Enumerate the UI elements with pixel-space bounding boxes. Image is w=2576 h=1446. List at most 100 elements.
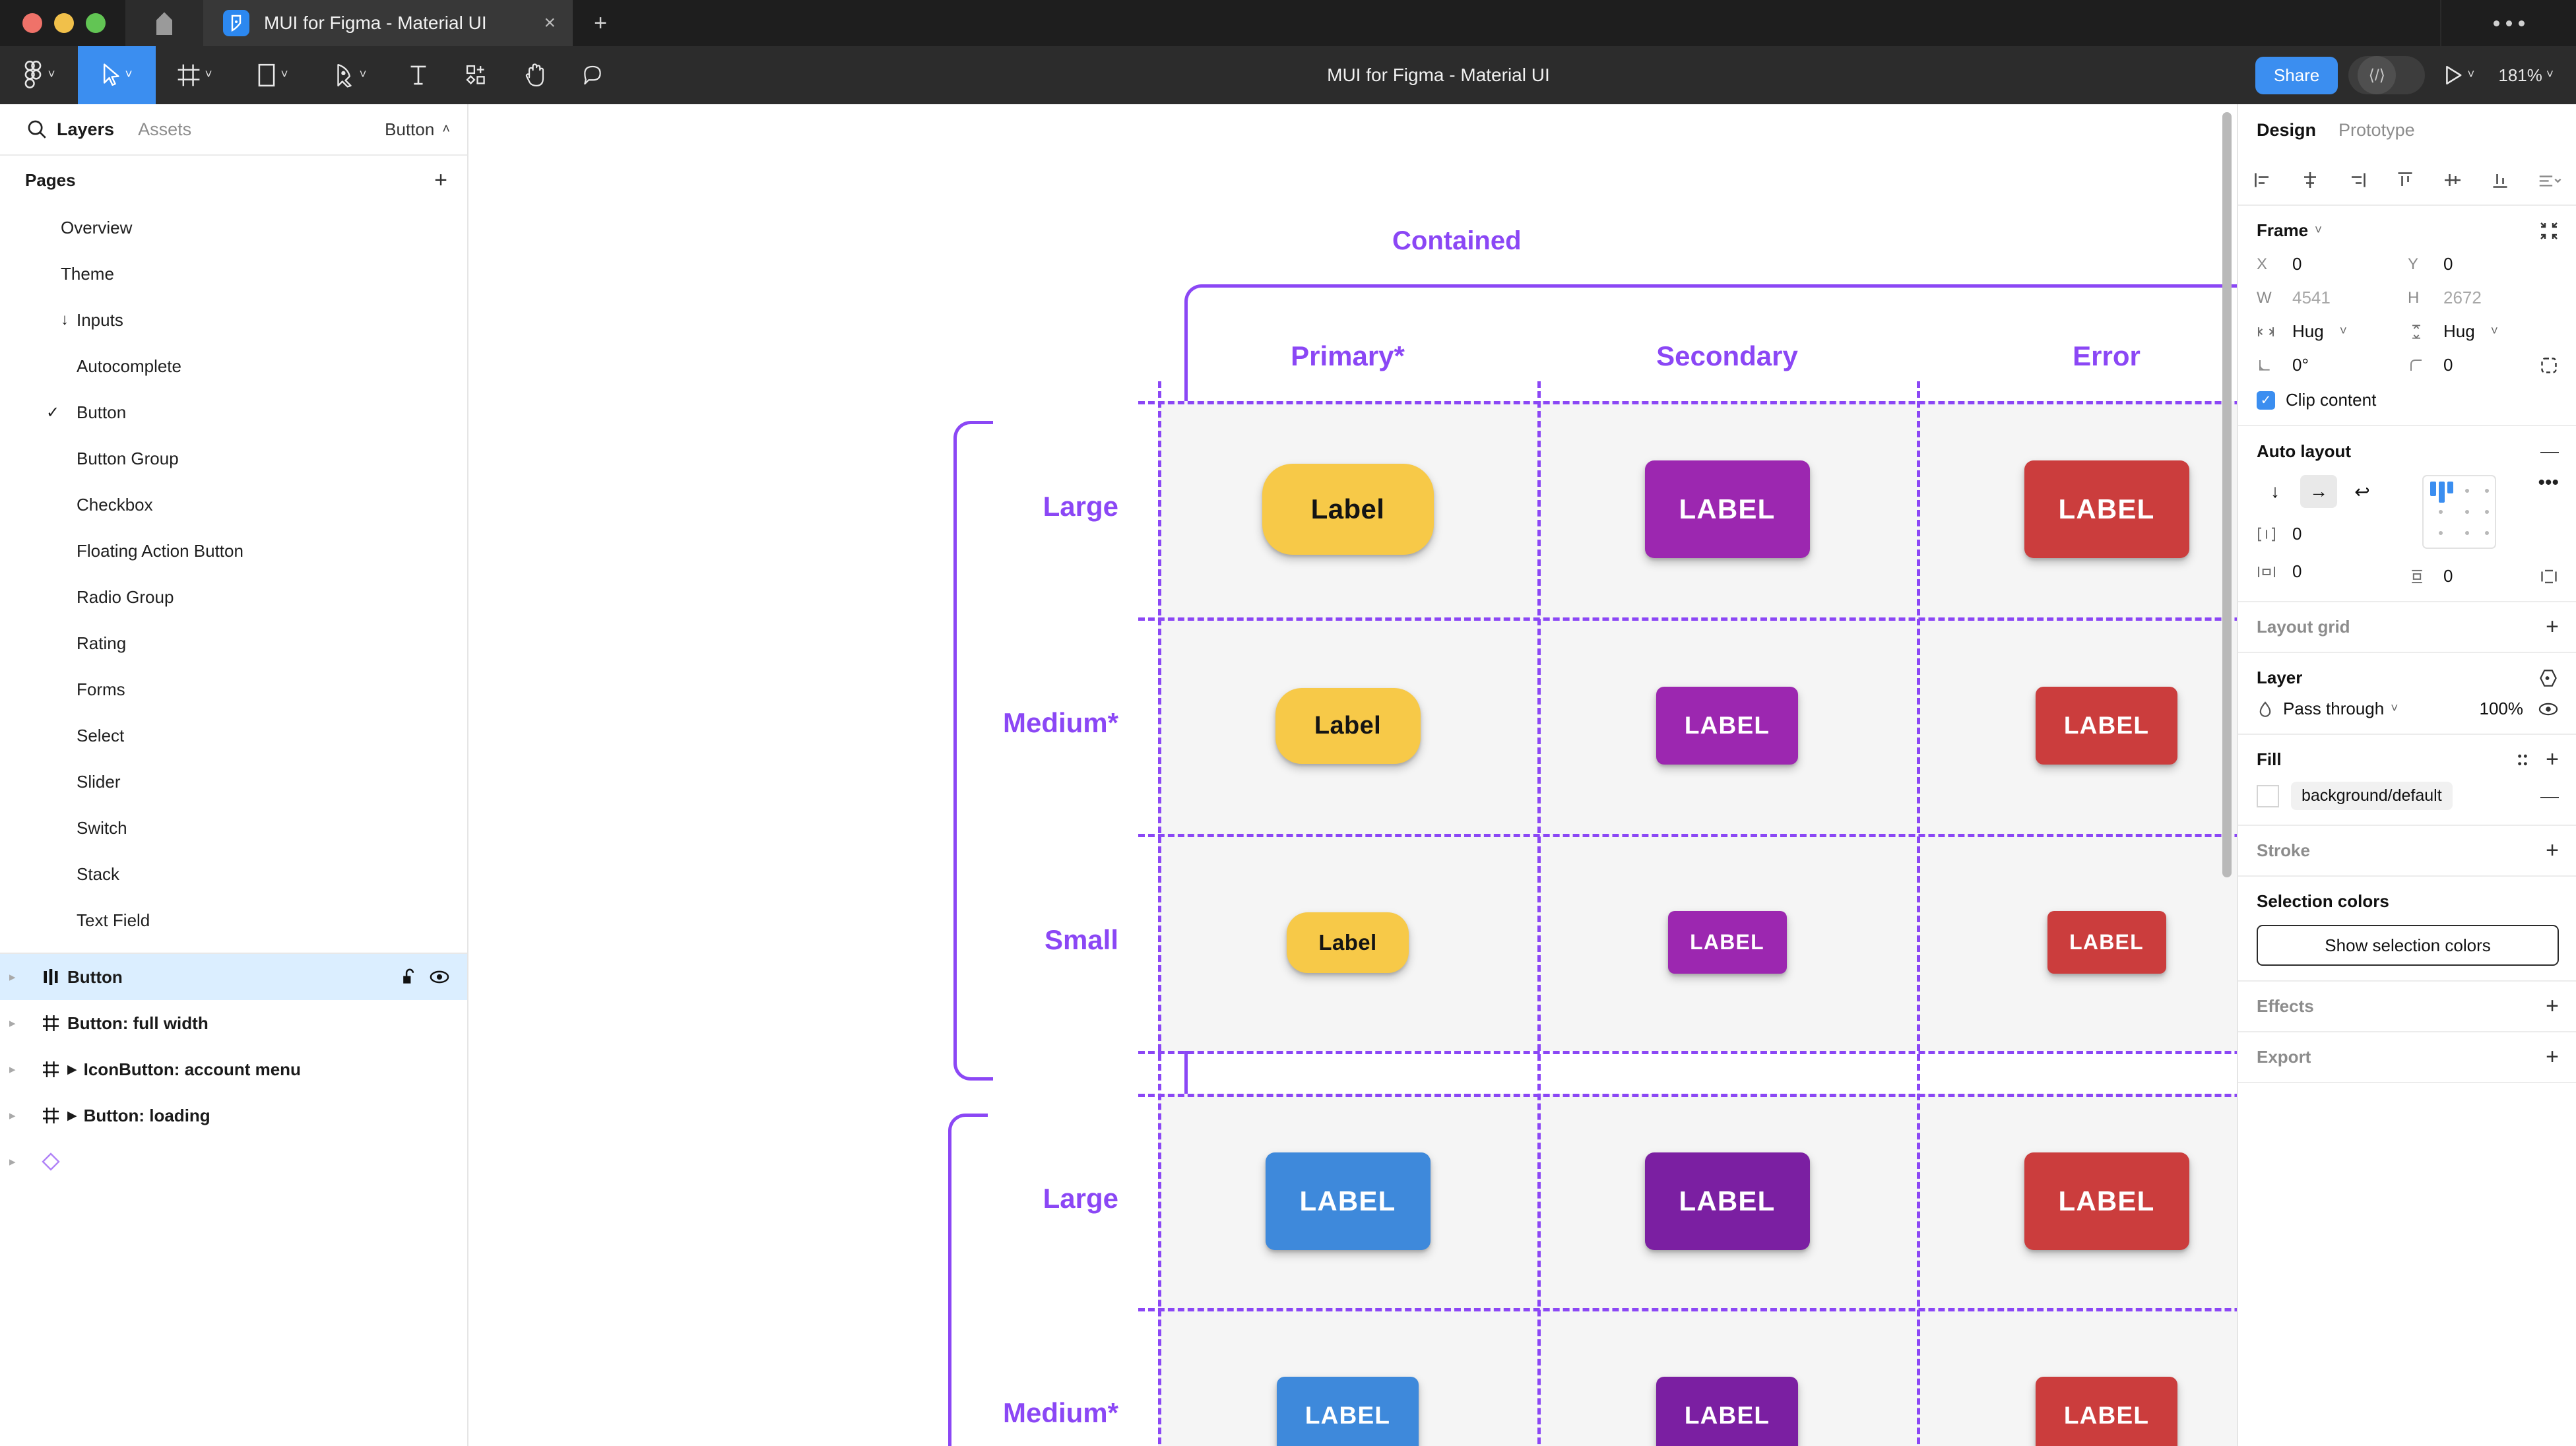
page-item-rating[interactable]: Rating bbox=[0, 620, 467, 666]
page-item-select[interactable]: Select bbox=[0, 712, 467, 759]
pen-tool-button[interactable]: ˅ bbox=[311, 46, 389, 104]
vertical-padding-field[interactable]: 0 bbox=[2408, 566, 2559, 586]
page-item-theme[interactable]: Theme bbox=[0, 251, 467, 297]
page-item-autocomplete[interactable]: Autocomplete bbox=[0, 343, 467, 389]
resources-button[interactable] bbox=[447, 46, 505, 104]
chevron-down-icon[interactable]: ˅ bbox=[280, 68, 288, 82]
fill-styles-icon[interactable] bbox=[2514, 751, 2531, 769]
layout-direction-vertical-button[interactable]: ↓ bbox=[2270, 481, 2280, 501]
fill-style-name[interactable]: background/default bbox=[2291, 782, 2453, 810]
material-button[interactable]: LABEL bbox=[2036, 687, 2177, 765]
text-tool-button[interactable] bbox=[389, 46, 447, 104]
close-window-button[interactable] bbox=[22, 13, 42, 33]
material-button[interactable]: Label bbox=[1262, 464, 1434, 555]
frame-tool-button[interactable]: ˅ bbox=[156, 46, 234, 104]
clip-content-checkbox[interactable]: ✓ bbox=[2257, 391, 2275, 410]
frame-x-field[interactable]: X 0 bbox=[2257, 254, 2408, 274]
material-button[interactable]: LABEL bbox=[1644, 460, 1810, 558]
lock-icon[interactable] bbox=[401, 968, 418, 986]
layer-row[interactable]: ▸▶IconButton: account menu bbox=[0, 1046, 467, 1092]
material-button[interactable]: LABEL bbox=[2024, 1152, 2189, 1250]
horizontal-padding-field[interactable]: 0 bbox=[2257, 561, 2408, 582]
add-effect-button[interactable]: + bbox=[2546, 993, 2559, 1019]
page-item-slider[interactable]: Slider bbox=[0, 759, 467, 805]
tab-prototype[interactable]: Prototype bbox=[2338, 119, 2415, 140]
remove-fill-button[interactable]: — bbox=[2540, 785, 2559, 806]
material-button[interactable]: Label bbox=[1275, 687, 1421, 764]
page-item-text-field[interactable]: Text Field bbox=[0, 897, 467, 943]
search-icon[interactable] bbox=[17, 119, 57, 140]
browser-tab-mui-for-figma[interactable]: MUI for Figma - Material UI × bbox=[203, 0, 573, 46]
chevron-down-icon[interactable]: ˅ bbox=[2391, 701, 2399, 716]
material-button[interactable]: LABEL bbox=[1277, 1376, 1419, 1446]
material-button[interactable]: LABEL bbox=[1644, 1152, 1810, 1250]
individual-padding-icon[interactable] bbox=[2539, 567, 2559, 586]
chevron-down-icon[interactable]: ˅ bbox=[125, 68, 133, 82]
comment-tool-button[interactable] bbox=[564, 46, 622, 104]
page-selector-button[interactable]: Button ˄ bbox=[385, 119, 450, 140]
frame-h-field[interactable]: H 2672 bbox=[2408, 288, 2559, 308]
layer-visibility-icon[interactable] bbox=[2538, 701, 2559, 717]
material-button[interactable]: Label bbox=[1287, 912, 1409, 973]
material-button[interactable]: LABEL bbox=[2036, 1376, 2177, 1446]
distribute-menu-icon[interactable] bbox=[2538, 170, 2561, 190]
page-item-switch[interactable]: Switch bbox=[0, 805, 467, 851]
page-item-inputs[interactable]: ↓Inputs bbox=[0, 297, 467, 343]
page-item-overview[interactable]: Overview bbox=[0, 204, 467, 251]
hug-width-dropdown[interactable]: Hug ˅ bbox=[2257, 321, 2408, 342]
chevron-right-icon[interactable]: ▸ bbox=[9, 1108, 16, 1123]
chevron-down-icon[interactable]: ˅ bbox=[205, 68, 212, 82]
layout-wrap-button[interactable]: ↩ bbox=[2354, 481, 2370, 502]
window-overflow-menu-button[interactable] bbox=[2440, 0, 2576, 46]
fill-color-swatch[interactable] bbox=[2257, 784, 2279, 807]
page-item-radio-group[interactable]: Radio Group bbox=[0, 574, 467, 620]
auto-layout-more-button[interactable]: ••• bbox=[2538, 472, 2559, 493]
chevron-right-icon[interactable]: ▸ bbox=[9, 1062, 16, 1077]
home-button[interactable] bbox=[125, 0, 203, 46]
remove-auto-layout-button[interactable]: — bbox=[2540, 441, 2559, 461]
alignment-picker[interactable] bbox=[2422, 475, 2496, 549]
chevron-right-icon[interactable]: ▸ bbox=[9, 970, 16, 984]
layer-row[interactable]: ▸Button bbox=[0, 954, 467, 1000]
layer-row[interactable]: ▸ bbox=[0, 1139, 467, 1185]
hand-tool-button[interactable] bbox=[505, 46, 564, 104]
frame-y-field[interactable]: Y 0 bbox=[2408, 254, 2559, 274]
frame-w-field[interactable]: W 4541 bbox=[2257, 288, 2408, 308]
material-button[interactable]: LABEL bbox=[2047, 911, 2166, 974]
align-top-icon[interactable] bbox=[2395, 170, 2415, 190]
chevron-right-icon[interactable]: ▸ bbox=[9, 1016, 16, 1030]
layout-direction-horizontal-button[interactable]: → bbox=[2300, 475, 2337, 508]
rotation-field[interactable]: 0° bbox=[2257, 355, 2408, 375]
add-export-button[interactable]: + bbox=[2546, 1044, 2559, 1069]
material-button[interactable]: LABEL bbox=[1667, 911, 1787, 974]
align-horizontal-center-icon[interactable] bbox=[2300, 170, 2320, 190]
chevron-right-icon[interactable]: ▸ bbox=[9, 1154, 16, 1169]
chevron-down-icon[interactable]: ˅ bbox=[2315, 223, 2323, 237]
figma-menu-button[interactable]: ˅ bbox=[0, 46, 78, 104]
move-tool-button[interactable]: ˅ bbox=[78, 46, 156, 104]
close-icon[interactable]: × bbox=[544, 12, 556, 34]
page-item-button[interactable]: ✓Button bbox=[0, 389, 467, 435]
dev-mode-toggle[interactable]: ⟨/⟩ bbox=[2348, 56, 2426, 94]
layer-row[interactable]: ▸Button: full width bbox=[0, 1000, 467, 1046]
material-button[interactable]: LABEL bbox=[1656, 687, 1798, 765]
material-button[interactable]: LABEL bbox=[1656, 1376, 1798, 1446]
figma-canvas[interactable]: Contained Primary*SecondaryErrorWarningL… bbox=[468, 104, 2237, 1446]
show-selection-colors-button[interactable]: Show selection colors bbox=[2257, 925, 2559, 966]
layer-row[interactable]: ▸▶Button: loading bbox=[0, 1092, 467, 1139]
tab-layers[interactable]: Layers bbox=[57, 119, 115, 139]
eye-icon[interactable] bbox=[429, 969, 450, 985]
page-item-forms[interactable]: Forms bbox=[0, 666, 467, 712]
shape-tool-button[interactable]: ˅ bbox=[234, 46, 311, 104]
add-fill-button[interactable]: + bbox=[2546, 746, 2559, 772]
tab-design[interactable]: Design bbox=[2257, 119, 2317, 140]
share-button[interactable]: Share bbox=[2255, 56, 2338, 94]
blend-mode-value[interactable]: Pass through bbox=[2283, 699, 2385, 718]
add-page-button[interactable]: + bbox=[434, 168, 447, 193]
add-layout-grid-button[interactable]: + bbox=[2546, 613, 2559, 639]
chevron-down-icon[interactable]: ˅ bbox=[2467, 68, 2475, 82]
material-button[interactable]: LABEL bbox=[2024, 460, 2189, 558]
page-item-checkbox[interactable]: Checkbox bbox=[0, 482, 467, 528]
opacity-value[interactable]: 100% bbox=[2479, 699, 2524, 718]
frame-name-label[interactable]: Contained bbox=[1392, 226, 1522, 255]
